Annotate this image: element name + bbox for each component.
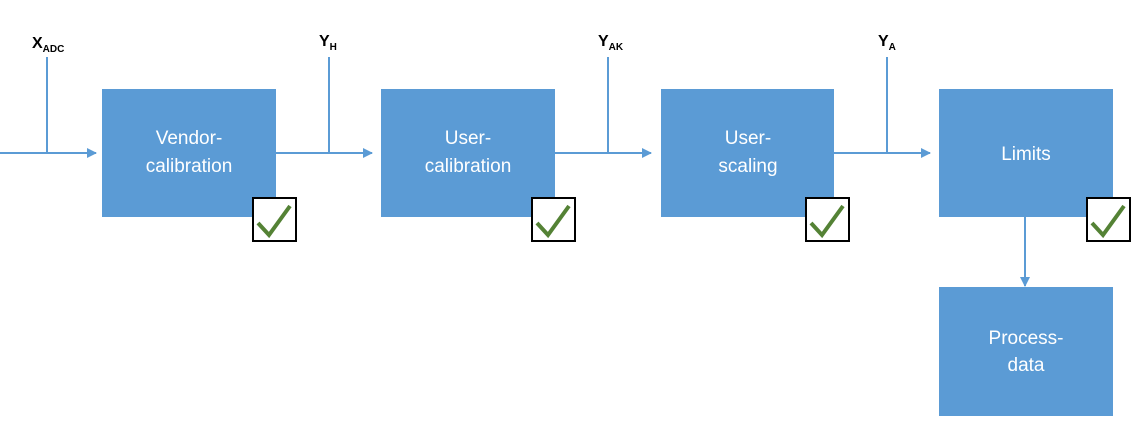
check-box-user-scaling xyxy=(805,197,850,242)
block-user-calibration: User- calibration xyxy=(381,89,555,217)
signal-subscript: AK xyxy=(609,42,624,53)
signal-main: Y xyxy=(598,33,609,50)
connectors xyxy=(0,57,1030,287)
block-vendor-calibration: Vendor- calibration xyxy=(102,89,276,217)
block-process-data: Process- data xyxy=(939,287,1113,416)
checkmark-icon xyxy=(256,204,292,239)
block-limits: Limits xyxy=(939,89,1113,217)
checkmark-icon xyxy=(1090,204,1126,239)
signal-subscript: A xyxy=(889,42,896,53)
signal-main: X xyxy=(32,35,43,52)
signal-main: Y xyxy=(878,33,889,50)
signal-subscript: ADC xyxy=(43,44,65,55)
signal-label-x-adc: XADC xyxy=(32,35,64,55)
checkmark-icon xyxy=(809,204,845,239)
signal-main: Y xyxy=(319,33,330,50)
signal-label-y-a: YA xyxy=(878,33,896,53)
block-label-line1: Process- xyxy=(989,328,1064,349)
signal-label-y-ak: YAK xyxy=(598,33,624,53)
check-box-limits xyxy=(1086,197,1131,242)
checkmark-icon xyxy=(535,204,571,239)
block-label-line1: User- xyxy=(725,128,771,149)
block-label-line2: calibration xyxy=(425,156,512,177)
check-box-vendor-calibration xyxy=(252,197,297,242)
block-label-line1: Vendor- xyxy=(156,128,223,149)
block-label-line1: User- xyxy=(445,128,491,149)
block-label-line2: calibration xyxy=(146,156,233,177)
block-label-line2: data xyxy=(1008,355,1045,376)
block-label-line2: scaling xyxy=(718,156,777,177)
block-user-scaling: User- scaling xyxy=(661,89,834,217)
signal-subscript: H xyxy=(330,42,337,53)
check-box-user-calibration xyxy=(531,197,576,242)
block-label-line1: Limits xyxy=(1001,144,1051,165)
signal-label-y-h: YH xyxy=(319,33,337,53)
